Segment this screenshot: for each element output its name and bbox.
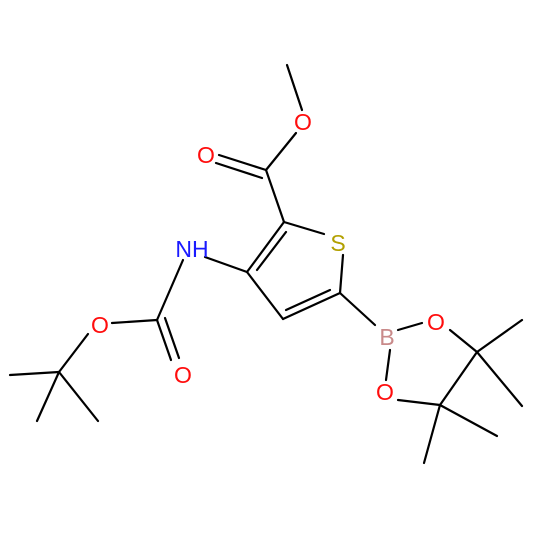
bond-carbonyl-double-2	[214, 161, 264, 180]
bond-o-carbonyl-c	[264, 131, 298, 172]
bond-c-c-pinacol	[438, 350, 479, 407]
bond-methyl-o	[285, 63, 304, 112]
atom-o-boronate-lower: O	[376, 379, 394, 405]
bond-carbonyl-c-o	[110, 318, 159, 325]
bond-o-lower-c	[396, 398, 442, 407]
atom-o-carbonyl: O	[197, 142, 215, 168]
bond-carbamate-double-1	[155, 318, 173, 362]
atom-o-carbamate-ether: O	[91, 312, 109, 338]
bond-b-o-lower	[384, 348, 392, 382]
bond-carbamate-double-2	[163, 316, 181, 360]
bond-pin-me-3	[438, 403, 499, 438]
bond-c3-c2-inner	[255, 230, 288, 272]
bond-tbu-me-2	[35, 370, 61, 423]
bond-carbonyl-c-ring	[264, 168, 286, 224]
bond-s-c5	[338, 253, 345, 295]
bond-c4-c3	[245, 270, 285, 321]
bond-tbu-me-1	[8, 370, 61, 377]
bond-n-carbonyl-c	[155, 258, 185, 322]
bond-o-tbu-c	[57, 332, 90, 374]
bond-pin-me-4	[422, 403, 442, 465]
bond-c5-b	[338, 291, 377, 327]
bond-carbonyl-double-1	[217, 153, 268, 172]
bond-pin-me-2	[475, 350, 524, 408]
atom-o-ester: O	[294, 109, 312, 135]
bond-c3-c2	[245, 220, 286, 274]
atom-o-carbamate-carbonyl: O	[174, 362, 192, 388]
bond-o-upper-c	[448, 328, 479, 354]
bond-c2-s	[282, 220, 326, 236]
bond-c5-c4-inner	[284, 288, 332, 312]
atom-labels: O O S NH O O B O O	[91, 109, 445, 405]
bond-c5-c4	[281, 291, 342, 321]
bond-pin-me-1	[475, 318, 524, 354]
atom-s-ring: S	[330, 230, 345, 256]
bonds	[8, 63, 524, 465]
bond-b-o-upper	[396, 321, 424, 332]
atom-o-boronate-upper: O	[427, 309, 445, 335]
atom-nh-carbamate: NH	[175, 236, 208, 262]
bond-tbu-me-3	[57, 370, 100, 423]
atom-b-boron: B	[379, 324, 394, 350]
bond-c3-n	[203, 255, 249, 274]
